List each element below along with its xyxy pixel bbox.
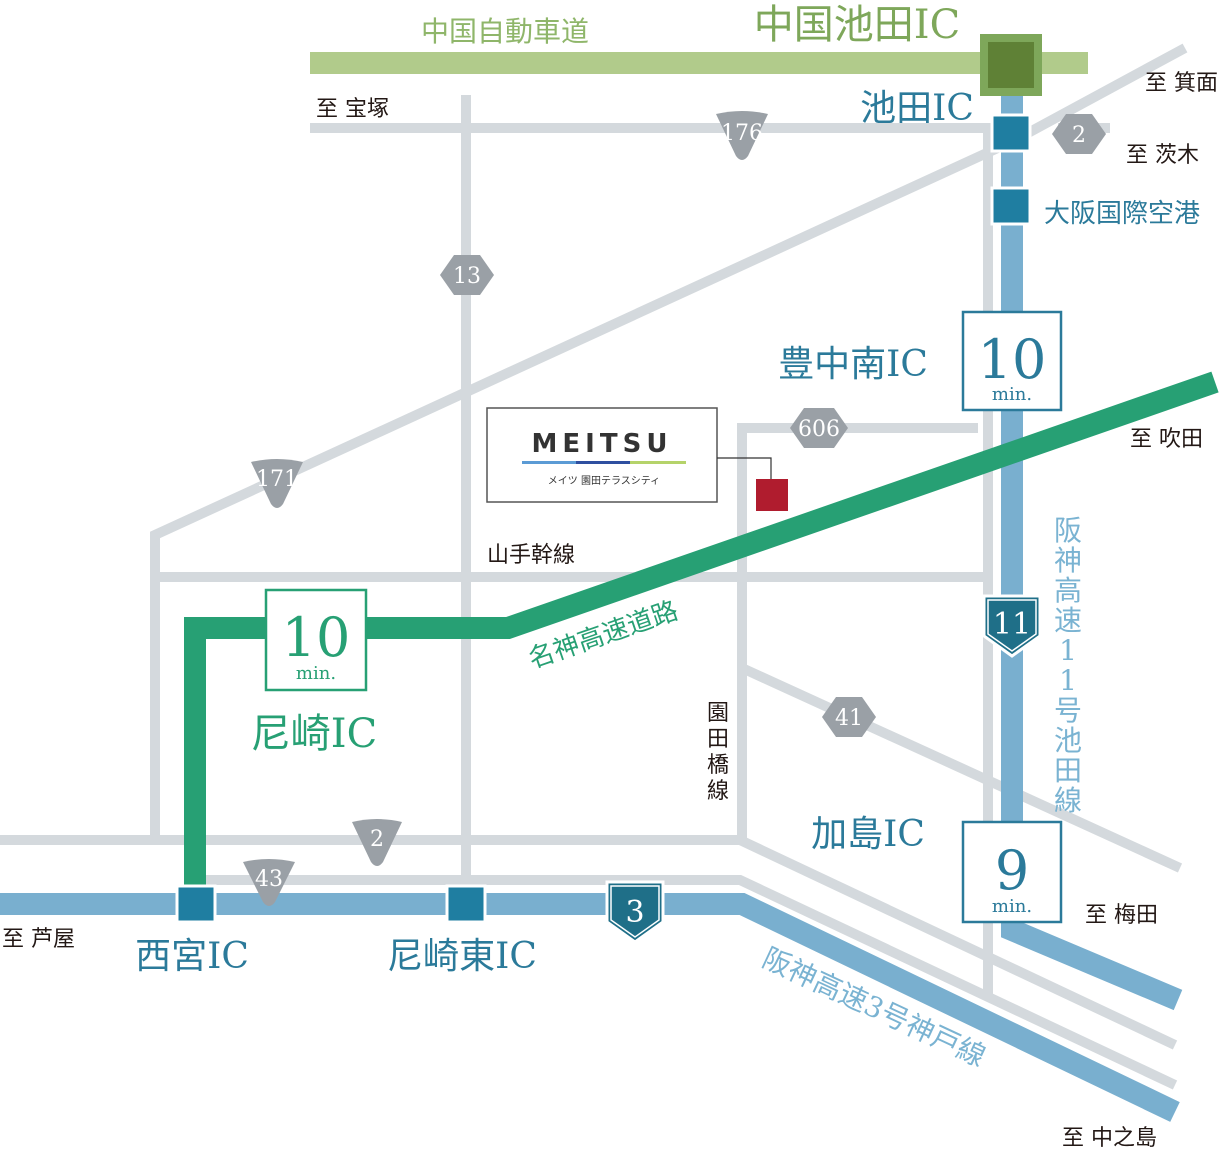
nishinomiya-ic-label: 西宮IC bbox=[135, 936, 249, 977]
route-13-shield: 13 bbox=[440, 255, 494, 295]
sonodabashi-road bbox=[737, 423, 978, 838]
yamate-kansen-label: 山手幹線 bbox=[487, 543, 575, 568]
hanshin-3-shield: 3 bbox=[605, 880, 665, 944]
chugoku-expressway-label: 中国自動車道 bbox=[421, 15, 589, 48]
svg-text:min.: min. bbox=[992, 384, 1032, 405]
amagasaki-higashi-ic-marker bbox=[445, 884, 487, 924]
hanshin-11-shield: 11 bbox=[982, 594, 1042, 658]
time-box-kashima: 9 min. bbox=[961, 820, 1063, 924]
route-41-shield: 41 bbox=[822, 697, 876, 737]
chugoku-ikeda-ic-marker bbox=[980, 34, 1042, 96]
leader-line bbox=[717, 457, 772, 480]
route-606-shield: 606 bbox=[790, 408, 848, 448]
svg-text:2: 2 bbox=[1072, 123, 1086, 148]
ikeda-ic-label: 池田IC bbox=[860, 88, 974, 129]
amagasaki-higashi-ic-label: 尼崎東IC bbox=[387, 936, 537, 977]
ikeda-ic-marker bbox=[990, 113, 1032, 153]
svg-text:9: 9 bbox=[995, 839, 1029, 902]
amagasaki-ic-label: 尼崎IC bbox=[251, 711, 377, 757]
svg-text:2: 2 bbox=[370, 827, 384, 852]
time-box-amagasaki: 10 min. bbox=[264, 588, 368, 692]
chugoku-ikeda-ic-label: 中国池田IC bbox=[754, 2, 960, 48]
svg-text:41: 41 bbox=[835, 706, 863, 731]
destination-ibaraki: 至 茨木 bbox=[1126, 143, 1199, 168]
hanshin-3-kobe-line bbox=[0, 893, 1180, 1122]
svg-text:43: 43 bbox=[255, 867, 283, 892]
property-logo-box bbox=[486, 407, 718, 503]
destination-ashiya: 至 芦屋 bbox=[2, 927, 75, 952]
route-41-road bbox=[739, 663, 1183, 873]
property-name: メイツ 園田テラスシティ bbox=[548, 475, 660, 487]
osaka-airport-label: 大阪国際空港 bbox=[1044, 199, 1200, 229]
route-43-road bbox=[200, 875, 1178, 1090]
svg-text:176: 176 bbox=[721, 121, 763, 146]
svg-text:min.: min. bbox=[992, 896, 1032, 917]
svg-text:13: 13 bbox=[453, 264, 481, 289]
svg-text:11: 11 bbox=[993, 607, 1031, 642]
svg-text:171: 171 bbox=[256, 467, 298, 492]
destination-takarazuka: 至 宝塚 bbox=[316, 97, 389, 122]
svg-text:606: 606 bbox=[798, 417, 840, 442]
osaka-airport-marker bbox=[990, 186, 1032, 226]
svg-text:min.: min. bbox=[296, 663, 336, 684]
route-176-shield: 176 bbox=[716, 111, 768, 160]
destination-umeda: 至 梅田 bbox=[1085, 903, 1158, 928]
svg-text:10: 10 bbox=[978, 328, 1047, 391]
property-callout: MEITSU メイツ 園田テラスシティ bbox=[486, 407, 788, 511]
svg-text:3: 3 bbox=[625, 895, 644, 930]
route-171-shield: 171 bbox=[251, 459, 303, 508]
chugoku-expressway bbox=[310, 52, 1088, 74]
route-2-shield-bottom: 2 bbox=[352, 819, 402, 866]
sonodabashi-label: 園田橋線 bbox=[707, 701, 729, 804]
toyonaka-minami-ic-label: 豊中南IC bbox=[778, 344, 928, 385]
route-shields: 176 2 13 171 606 41 2 bbox=[243, 111, 1106, 906]
nishinomiya-ic-marker bbox=[175, 884, 217, 924]
route-2-shield-top: 2 bbox=[1052, 114, 1106, 154]
property-location-marker bbox=[756, 479, 788, 511]
destination-suita: 至 吹田 bbox=[1130, 427, 1203, 452]
destination-mino: 至 箕面 bbox=[1145, 71, 1218, 96]
ic-markers bbox=[175, 113, 1032, 924]
route-171-road bbox=[150, 43, 1188, 835]
route-2-south-road bbox=[0, 835, 1178, 1050]
destination-nakanoshima: 至 中之島 bbox=[1062, 1126, 1157, 1150]
time-box-toyonaka-minami: 10 min. bbox=[961, 310, 1063, 412]
route-43-shield: 43 bbox=[243, 859, 295, 906]
kashima-ic-label: 加島IC bbox=[811, 814, 925, 855]
svg-text:10: 10 bbox=[282, 606, 351, 669]
meitsu-logo: MEITSU bbox=[532, 429, 673, 459]
